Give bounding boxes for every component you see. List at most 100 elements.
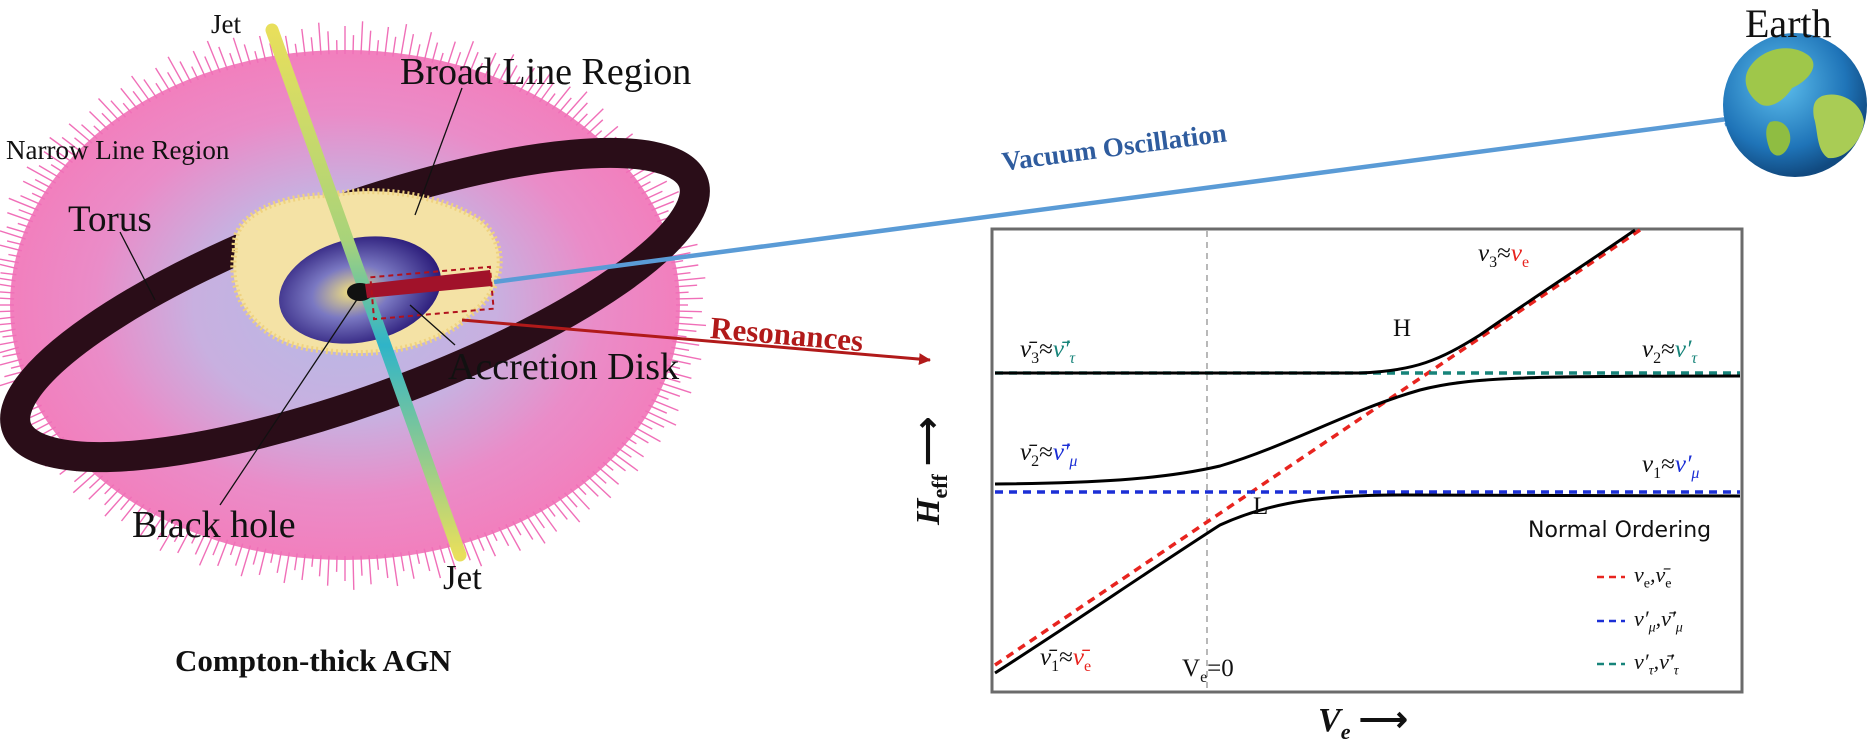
halo-spike xyxy=(575,484,587,496)
halo-spike xyxy=(629,431,649,444)
halo-spike xyxy=(120,87,139,110)
halo-spike xyxy=(586,475,612,499)
legend-item-muon: ν′μ,ν̄′μ xyxy=(1634,606,1683,636)
halo-spike xyxy=(243,44,252,65)
halo-spike xyxy=(0,244,22,252)
halo-spike xyxy=(384,554,389,579)
halo-spike xyxy=(284,35,290,58)
halo-spike xyxy=(229,52,236,69)
halo-spike xyxy=(625,436,637,445)
halo-spike xyxy=(525,514,546,544)
halo-spike xyxy=(563,91,588,118)
halo-spike xyxy=(6,240,24,246)
halo-spike xyxy=(673,272,691,276)
halo-spike xyxy=(191,66,199,81)
halo-spike xyxy=(512,521,522,536)
nu1-state-label: ν1≈ν′μ xyxy=(1642,451,1700,482)
halo-spike xyxy=(617,447,632,458)
halo-spike xyxy=(648,404,668,414)
halo-spike xyxy=(352,35,355,55)
legend-title: Normal Ordering xyxy=(1528,518,1712,543)
halo-spike xyxy=(525,78,538,96)
legend-item-electron: νe,ν̄e xyxy=(1634,562,1672,592)
halo-spike xyxy=(671,260,684,264)
halo-spike xyxy=(675,316,693,319)
halo-spike xyxy=(352,555,355,590)
halo-spike xyxy=(74,137,88,149)
jet-top-label: Jet xyxy=(211,9,241,39)
agn-illustration xyxy=(0,21,710,590)
halo-spike xyxy=(438,52,444,65)
halo-spike xyxy=(384,26,390,56)
halo-spike xyxy=(532,70,553,99)
halo-spike xyxy=(0,322,15,326)
halo-spike xyxy=(218,46,229,71)
halo-spike xyxy=(270,549,275,563)
halo-spike xyxy=(8,197,39,211)
halo-spike xyxy=(318,22,322,55)
halo-spike xyxy=(461,41,475,71)
halo-spike xyxy=(392,36,397,57)
halo-spike xyxy=(360,555,363,576)
eigenstate-curve-upper xyxy=(995,228,1636,375)
halo-spike xyxy=(539,507,558,532)
halo-spike xyxy=(637,181,651,190)
halo-spike xyxy=(431,42,439,63)
halo-spike xyxy=(49,136,78,159)
halo-spike xyxy=(301,28,306,56)
halo-spike xyxy=(104,488,121,506)
halo-spike xyxy=(368,555,372,585)
halo-spike xyxy=(0,340,18,346)
halo-spike xyxy=(602,461,614,471)
halo-spike xyxy=(469,537,483,567)
halo-spike xyxy=(10,364,24,369)
halo-spike xyxy=(8,253,21,258)
halo-spike xyxy=(88,479,109,500)
plot-frame xyxy=(990,227,1744,694)
halo-spike xyxy=(360,21,364,55)
torus-label: Torus xyxy=(68,199,152,240)
halo-spike xyxy=(234,543,244,566)
halo-spike xyxy=(654,210,669,217)
broad-line-region-label: Broad Line Region xyxy=(400,51,692,93)
halo-spike xyxy=(101,112,115,126)
agn-pointer-lines xyxy=(119,87,463,506)
halo-spike xyxy=(368,30,372,55)
halo-spike xyxy=(551,86,571,110)
resonance-L-label: L xyxy=(1253,493,1269,520)
halo-spike xyxy=(483,532,497,557)
vacuum-oscillation-arrow xyxy=(493,118,1735,285)
x-axis-label: Ve ⟶ xyxy=(1318,702,1408,744)
halo-spike xyxy=(81,124,98,140)
eigenstate-curve-lower xyxy=(994,493,1741,675)
halo-spike xyxy=(0,258,19,264)
halo-spike xyxy=(483,52,497,78)
halo-spike xyxy=(392,553,399,587)
halo-spike xyxy=(446,543,457,570)
halo-spike xyxy=(476,62,484,76)
nu2-state-label: ν2≈ν′τ xyxy=(1642,336,1698,367)
halo-spike xyxy=(498,526,510,547)
halo-spike xyxy=(294,43,298,57)
halo-spike xyxy=(26,166,57,184)
halo-spike xyxy=(20,194,42,206)
halo-spike xyxy=(0,316,15,320)
nubar1-state-label: ν̄1≈ν̄e xyxy=(1040,644,1092,675)
halo-spike xyxy=(592,130,603,140)
halo-spike xyxy=(132,90,145,107)
halo-spike xyxy=(159,521,178,552)
legend-item-tau: ν′τ,ν̄′τ xyxy=(1634,649,1679,679)
halo-spike xyxy=(122,102,133,114)
halo-spike xyxy=(491,529,498,542)
halo-spike xyxy=(97,98,121,122)
halo-spike xyxy=(644,410,677,426)
earth-globe xyxy=(1723,33,1867,177)
halo-spike xyxy=(6,226,29,234)
halo-spike xyxy=(512,76,521,89)
halo-spike xyxy=(454,51,462,69)
halo-spike xyxy=(607,456,626,472)
halo-spike xyxy=(301,554,306,581)
halo-spike xyxy=(664,370,692,379)
halo-spike xyxy=(258,35,267,62)
